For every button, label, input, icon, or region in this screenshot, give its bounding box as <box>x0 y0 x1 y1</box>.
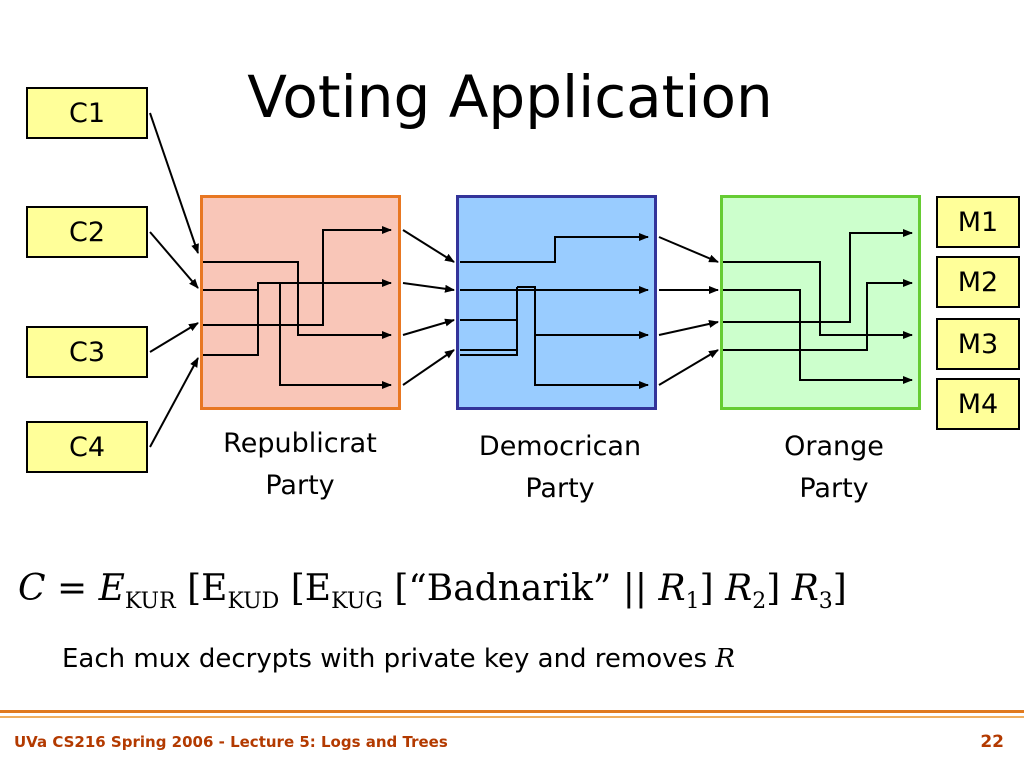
wire-mix1-e <box>203 279 392 356</box>
formula-sub-kur: KUR <box>124 589 176 615</box>
mix-panel-orange <box>720 195 921 410</box>
caption-var: R <box>715 644 735 674</box>
output-box-m4: M4 <box>936 378 1020 430</box>
mix-panel-democrican <box>456 195 657 410</box>
wire-mix1-c <box>203 226 392 326</box>
arrow-c3-in <box>149 322 199 353</box>
wire-mix2-e <box>460 287 518 351</box>
arrow-m1-m2-a <box>402 229 455 263</box>
arrow-m1-m2-d <box>402 349 455 386</box>
output-box-m2: M2 <box>936 256 1020 308</box>
formula-r3: R <box>791 568 819 609</box>
wire-mix3-b <box>723 289 913 384</box>
voter-box-c2: C2 <box>26 206 148 258</box>
formula-close-1: ] <box>699 568 714 609</box>
caption: Each mux decrypts with private key and r… <box>62 644 735 674</box>
voter-box-c4: C4 <box>26 421 148 473</box>
label-orange-line1: Orange <box>784 431 884 462</box>
formula-c: C <box>18 568 46 609</box>
formula-sub-kug: KUG <box>331 589 383 615</box>
formula-open-e1: [E <box>187 568 228 609</box>
label-republicrat: Republicrat Party <box>190 423 410 507</box>
wire-mix1-a <box>203 261 392 339</box>
wire-mix3-c <box>723 229 913 323</box>
voter-box-c3: C3 <box>26 326 148 378</box>
wire-mix3-d <box>723 279 913 351</box>
formula-sub-1: 1 <box>685 589 700 615</box>
formula-e: E <box>98 568 125 609</box>
encryption-formula: C = EKUR [EKUD [EKUG [“Badnarik” || R1] … <box>18 568 1018 614</box>
formula-close-2: ] <box>766 568 781 609</box>
arrow-c2-in <box>149 231 199 289</box>
label-republicrat-line2: Party <box>265 470 335 501</box>
caption-text: Each mux decrypts with private key and r… <box>62 644 708 674</box>
formula-close-3: ] <box>832 568 847 609</box>
slide-title: Voting Application <box>247 63 773 131</box>
label-orange: Orange Party <box>720 426 948 510</box>
wire-mix2-a <box>460 233 649 263</box>
formula-sub-kud: KUD <box>227 589 280 615</box>
label-orange-line2: Party <box>799 473 869 504</box>
output-box-m1: M1 <box>936 196 1020 248</box>
wire-mix3-a <box>723 261 913 339</box>
label-democrican: Democrican Party <box>446 426 674 510</box>
label-democrican-line2: Party <box>525 473 595 504</box>
voter-box-c1: C1 <box>26 87 148 139</box>
arrow-c4-in <box>149 357 199 448</box>
arrow-m2-m3-d <box>658 349 719 386</box>
arrow-m2-m3-c <box>658 320 719 336</box>
label-democrican-line1: Democrican <box>478 431 642 462</box>
arrow-m2-m3-a <box>658 236 719 263</box>
formula-message: [“Badnarik” || <box>394 568 648 609</box>
formula-open-e2: [E <box>290 568 332 609</box>
formula-eq: = <box>57 568 88 609</box>
output-box-m3: M3 <box>936 318 1020 370</box>
arrow-m1-m2-b <box>402 282 455 293</box>
arrow-c1-in <box>149 112 199 254</box>
wire-mix1-b <box>203 289 259 356</box>
footer-rule-thin <box>0 716 1024 718</box>
formula-r2: R <box>725 568 753 609</box>
label-republicrat-line1: Republicrat <box>223 428 377 459</box>
formula-sub-2: 2 <box>752 589 767 615</box>
formula-sub-3: 3 <box>818 589 833 615</box>
page-number: 22 <box>980 732 1004 752</box>
footer-text: UVa CS216 Spring 2006 - Lecture 5: Logs … <box>14 733 448 751</box>
formula-r1: R <box>658 568 686 609</box>
arrow-m1-m2-c <box>402 318 455 336</box>
footer-rule <box>0 710 1024 713</box>
